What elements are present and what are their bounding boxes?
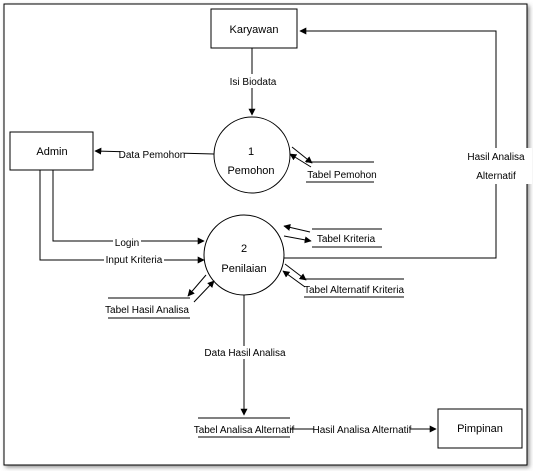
process-2-number: 2 <box>241 243 247 255</box>
datastore-tabel-analisa-alternatif: Tabel Analisa Alternatif <box>194 417 295 438</box>
flow-login <box>52 170 205 245</box>
flow-hasil-analisa-alternatif-to-karyawan <box>284 27 497 259</box>
flow-tabel-kriteria-to-p2 <box>283 224 311 233</box>
datastore-tabel-hasil-analisa-label: Tabel Hasil Analisa <box>105 305 189 316</box>
process-1-pemohon: 1 Pemohon <box>213 116 291 194</box>
flow-label-bg <box>208 346 282 359</box>
datastore-tabel-alternatif-kriteria-label: Tabel Alternatif Kriteria <box>304 285 404 296</box>
entity-karyawan: Karyawan <box>210 8 298 49</box>
flow-data-pemohon-label: Data Pemohon <box>119 150 186 161</box>
flow-label-bg <box>104 253 164 266</box>
entity-pimpinan: Pimpinan <box>437 408 523 449</box>
flow-p1-to-tabel-pemohon <box>291 146 313 164</box>
flow-tabel-hasil-analisa-to-p2 <box>193 280 215 303</box>
entity-admin-label: Admin <box>36 146 67 158</box>
datastore-tabel-analisa-alternatif-label: Tabel Analisa Alternatif <box>194 425 295 436</box>
flow-data-hasil-analisa-label: Data Hasil Analisa <box>204 348 286 359</box>
flow-label-bg <box>226 74 280 88</box>
flow-label-bg <box>458 148 532 184</box>
datastore-tabel-hasil-analisa: Tabel Hasil Analisa <box>105 297 190 319</box>
flow-label-bg <box>113 236 141 248</box>
flow-p2-to-tabel-kriteria <box>283 235 312 244</box>
flow-p2-to-tabel-alternatif-kriteria <box>284 263 307 281</box>
entity-karyawan-label: Karyawan <box>230 24 279 36</box>
flow-isi-biodata-label: Isi Biodata <box>230 77 277 88</box>
datastore-tabel-alternatif-kriteria: Tabel Alternatif Kriteria <box>304 278 404 298</box>
datastore-tabel-kriteria: Tabel Kriteria <box>312 228 382 248</box>
process-1-number: 1 <box>248 146 254 158</box>
entity-admin: Admin <box>9 131 94 171</box>
datastore-tabel-pemohon-label: Tabel Pemohon <box>307 170 377 181</box>
flow-tabel-pemohon-to-p1 <box>289 153 312 168</box>
process-2-name: Penilaian <box>221 263 266 275</box>
flow-label-bg <box>314 423 410 436</box>
process-1-name: Pemohon <box>227 165 274 177</box>
flow-tabel-alternatif-kriteria-to-p2 <box>282 270 306 288</box>
process-2-penilaian: 2 Penilaian <box>203 214 285 296</box>
flow-p2-to-tabel-hasil-analisa <box>187 274 207 297</box>
flow-input-kriteria-label: Input Kriteria <box>106 255 163 266</box>
flow-login-label: Login <box>115 238 139 249</box>
datastore-tabel-pemohon: Tabel Pemohon <box>306 161 377 183</box>
datastore-tabel-kriteria-label: Tabel Kriteria <box>317 234 376 245</box>
flow-hasil-analisa-alternatif-bottom-label: Hasil Analisa Alternatif <box>313 425 412 436</box>
entity-pimpinan-label: Pimpinan <box>457 423 503 435</box>
flow-hasil-analisa-alternatif-label-1: Hasil Analisa <box>467 152 525 163</box>
flow-hasil-analisa-alternatif-label-2: Alternatif <box>476 171 516 182</box>
flow-label-bg <box>120 148 184 161</box>
